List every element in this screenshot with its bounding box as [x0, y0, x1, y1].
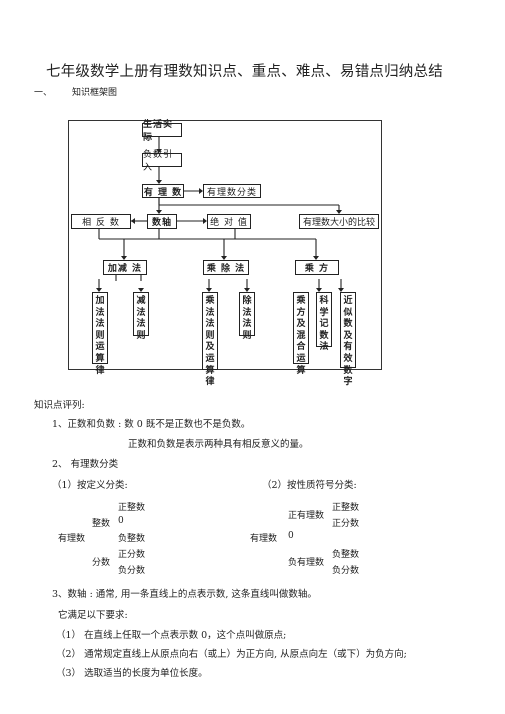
requirements-intro: 它满足以下要求: [58, 610, 128, 621]
box-youlishu: 有 理 数 [142, 184, 184, 198]
sign-negative-fraction: 负分数 [332, 566, 360, 576]
sign-positive-rational: 正有理数 [288, 511, 325, 521]
sign-zero: 0 [288, 531, 294, 541]
point-2: 2、 有理数分类 [52, 459, 119, 470]
box-chengfang: 乘 方 [295, 260, 339, 275]
vbox-chengfang-hunhe: 乘方及混合运算 [293, 292, 309, 376]
vbox-kexue-jishufa: 科学记数法 [316, 292, 332, 352]
sign-rational: 有理数 [250, 534, 278, 544]
section-number: 一、 [34, 88, 53, 98]
classification-by-definition: （1）按定义分类: [52, 480, 128, 491]
vbox-chufa-faze: 除法法则 [239, 292, 255, 341]
sign-positive-fraction: 正分数 [332, 519, 360, 529]
def-positive-fraction: 正分数 [118, 550, 146, 560]
classification-by-sign: （2）按性质符号分类: [262, 480, 357, 491]
def-zero: 0 [118, 516, 124, 526]
vbox-jinsishu: 近似数及有效数字 [340, 292, 356, 387]
requirement-2: （2） 通常规定直线上从原点向右（或上）为正方向, 从原点向左（或下）为负方向; [56, 649, 407, 660]
sign-negative-integer: 负整数 [332, 550, 360, 560]
box-fushu-yinru: 负数引入 [142, 150, 182, 173]
page-title: 七年级数学上册有理数知识点、重点、难点、易错点归纳总结 [46, 64, 443, 80]
box-shuzhou: 数轴 [147, 214, 177, 229]
sign-negative-rational: 负有理数 [288, 558, 325, 568]
vbox-chengfa-faze: 乘法法则及运算律 [202, 292, 218, 387]
vbox-jianfa-faze: 减法法则 [133, 292, 149, 341]
diagram-connectors [96, 136, 344, 292]
point-1-detail: 正数和负数是表示两种具有相反意义的量。 [128, 439, 309, 450]
vbox-jiafa-faze: 加法法则运算律 [92, 292, 108, 376]
box-jiajian-fa: 加减 法 [103, 260, 147, 275]
box-juedui-zhi: 绝 对 值 [207, 214, 251, 229]
def-negative-integer: 负整数 [118, 534, 146, 544]
def-integer: 整数 [92, 519, 111, 529]
knowledge-framework-diagram: 生活实际 负数引入 有 理 数 有理数分类 相 反 数 数轴 绝 对 值 有理数… [68, 120, 382, 387]
box-youlishu-fenlei: 有理数分类 [203, 184, 261, 198]
box-chengchu-fa: 乘 除 法 [203, 260, 249, 275]
box-shenghuo-shiji: 生活实际 [142, 120, 182, 143]
box-xiangfanshu: 相 反 数 [71, 214, 131, 229]
requirement-1: （1） 在直线上任取一个点表示数 0，这个点叫做原点; [56, 630, 287, 641]
requirement-3: （3） 选取适当的长度为单位长度。 [56, 668, 208, 679]
box-daxiao-bijiao: 有理数大小的比较 [299, 214, 379, 229]
def-negative-fraction: 负分数 [118, 566, 146, 576]
def-rational: 有理数 [58, 534, 86, 544]
def-positive-integer: 正整数 [118, 503, 146, 513]
def-fraction: 分数 [92, 558, 111, 568]
section-heading: 知识框架图 [72, 88, 118, 98]
sign-positive-integer: 正整数 [332, 503, 360, 513]
point-3: 3、数轴 : 通常, 用一条直线上的点表示数, 这条直线叫做数轴。 [52, 589, 317, 600]
point-1: 1、正数和负数 : 数 0 既不是正数也不是负数。 [52, 419, 251, 430]
review-heading: 知识点评列: [34, 400, 85, 411]
